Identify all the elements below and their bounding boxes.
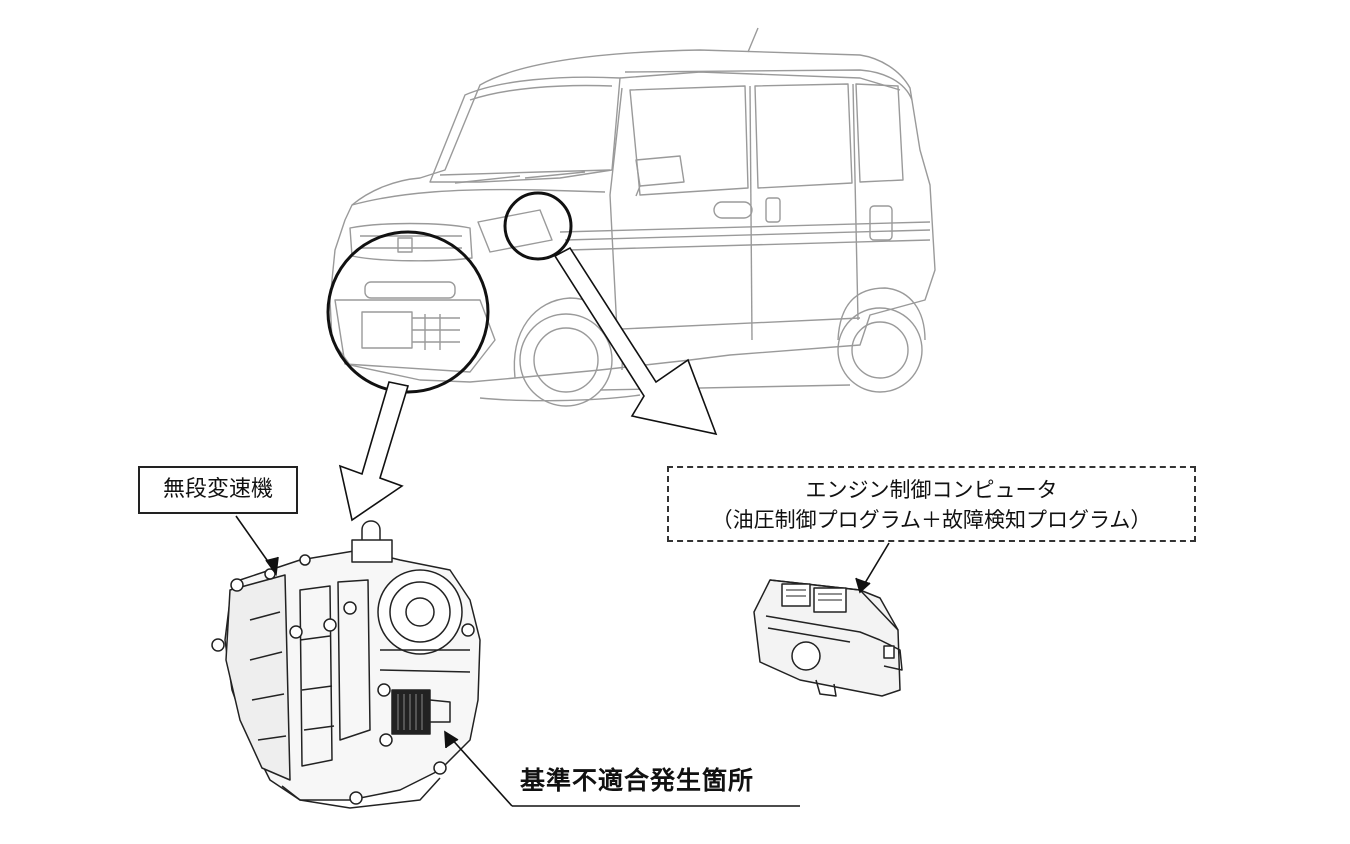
transmission-icon (212, 521, 480, 808)
arrow-to-ecu (555, 248, 716, 434)
hollow-arrows (340, 248, 716, 520)
ecu-detail-text: （油圧制御プログラム＋故障検知プログラム） (669, 505, 1194, 535)
arrow-to-transmission (340, 382, 408, 520)
headlight-highlight-circle (505, 193, 571, 259)
cvt-label-text: 無段変速機 (163, 477, 273, 502)
ecu-title-text: エンジン制御コンピュータ (669, 475, 1194, 505)
ecu-label: エンジン制御コンピュータ （油圧制御プログラム＋故障検知プログラム） (667, 466, 1196, 542)
cvt-label: 無段変速機 (138, 466, 298, 514)
defect-location-label: 基準不適合発生箇所 (520, 761, 754, 797)
ecu-icon (754, 580, 902, 696)
